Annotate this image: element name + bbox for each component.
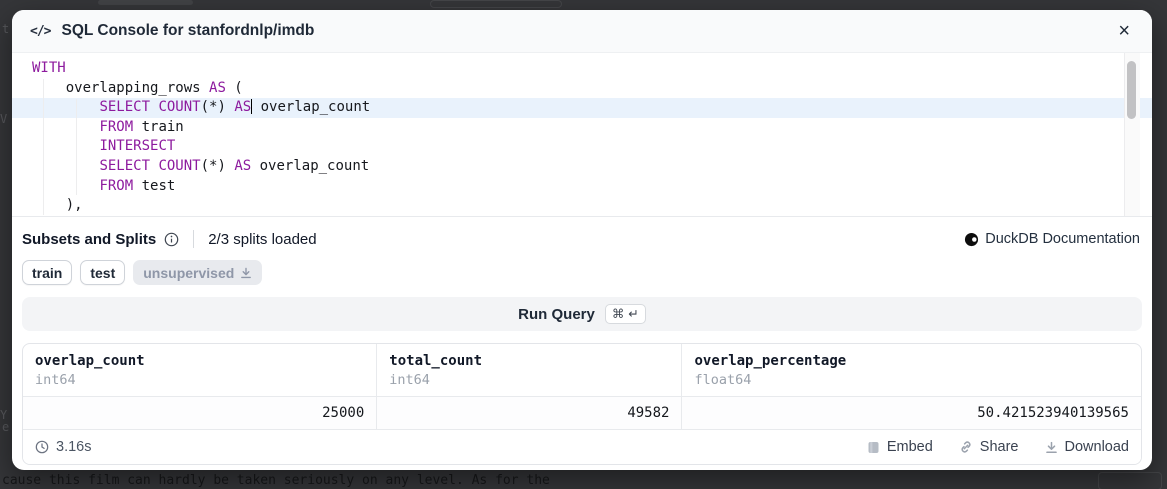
sql-editor-lines: WITH overlapping_rows AS ( SELECT COUNT(… [12, 53, 1152, 216]
splits-loaded-status: 2/3 splits loaded [208, 231, 316, 248]
sql-editor[interactable]: WITH overlapping_rows AS ( SELECT COUNT(… [12, 53, 1152, 217]
duckdb-logo-icon [964, 232, 979, 247]
cell-overlap-percentage: 50.421523940139565 [681, 397, 1140, 429]
background-text-fragment: V [0, 112, 7, 126]
column-type: int64 [389, 372, 669, 388]
results-table: overlap_count int64 total_count int64 ov… [22, 343, 1142, 465]
code-line[interactable]: ), [12, 196, 1152, 216]
column-header-overlap-count: overlap_count int64 [23, 344, 376, 396]
embed-button[interactable]: Embed [867, 439, 933, 455]
background-ui-fragment [98, 0, 193, 5]
column-type: int64 [35, 372, 364, 388]
column-header-total-count: total_count int64 [376, 344, 681, 396]
cell-total-count: 49582 [376, 397, 681, 429]
results-table-header: overlap_count int64 total_count int64 ov… [23, 344, 1141, 396]
run-query-button[interactable]: Run Query ⌘ ↵ [22, 297, 1142, 331]
background-text-fragment: t [2, 22, 9, 36]
cell-overlap-count: 25000 [23, 397, 376, 429]
info-icon[interactable] [164, 232, 179, 247]
embed-icon [867, 441, 880, 454]
background-text-fragment: e [2, 420, 9, 434]
code-line[interactable]: SELECT COUNT(*) AS overlap_count [12, 98, 1152, 118]
split-pill-unsupervised[interactable]: unsupervised [133, 260, 262, 285]
download-label: Download [1065, 439, 1130, 455]
download-button[interactable]: Download [1045, 439, 1130, 455]
split-label: train [32, 265, 62, 281]
column-type: float64 [694, 372, 1128, 388]
split-label: test [90, 265, 115, 281]
code-line[interactable]: FROM test [12, 177, 1152, 197]
sql-console-modal: </> SQL Console for stanfordnlp/imdb × W… [12, 10, 1152, 470]
background-page-text: cause this film can hardly be taken seri… [2, 473, 550, 488]
background-ui-fragment [1098, 472, 1162, 489]
embed-label: Embed [887, 439, 933, 455]
share-link-icon [959, 440, 973, 454]
indent-guide [76, 99, 77, 195]
duckdb-documentation-link[interactable]: DuckDB Documentation [964, 231, 1140, 247]
result-actions: Embed Share [867, 439, 1129, 455]
column-header-overlap-percentage: overlap_percentage float64 [681, 344, 1140, 396]
code-line[interactable]: INTERSECT [12, 137, 1152, 157]
keyboard-shortcut-badge: ⌘ ↵ [605, 304, 646, 324]
modal-header: </> SQL Console for stanfordnlp/imdb × [12, 10, 1152, 53]
download-icon [1045, 441, 1058, 454]
split-pill-test[interactable]: test [80, 260, 125, 285]
share-label: Share [980, 439, 1019, 455]
editor-scrollbar-thumb[interactable] [1127, 61, 1136, 119]
share-button[interactable]: Share [959, 439, 1019, 455]
code-line[interactable]: SELECT COUNT(*) AS overlap_count [12, 157, 1152, 177]
indent-guide [43, 79, 44, 215]
clock-icon [35, 440, 49, 454]
divider [193, 230, 194, 248]
code-line[interactable]: FROM train [12, 118, 1152, 138]
editor-scrollbar[interactable] [1124, 53, 1140, 216]
subsets-info: Subsets and Splits 2/3 splits loaded [22, 230, 317, 248]
column-name: overlap_percentage [694, 353, 1128, 369]
column-name: total_count [389, 353, 669, 369]
modal-title: SQL Console for stanfordnlp/imdb [61, 22, 314, 40]
code-line[interactable]: overlapping_rows AS ( [12, 79, 1152, 99]
query-duration-value: 3.16s [56, 439, 91, 455]
results-footer: 3.16s Embed [23, 429, 1141, 464]
column-name: overlap_count [35, 353, 364, 369]
code-icon: </> [30, 24, 50, 39]
code-line[interactable]: WITH [12, 59, 1152, 79]
splits-tags: train test unsupervised [22, 260, 1142, 285]
subsets-heading: Subsets and Splits [22, 231, 156, 248]
table-row: 25000 49582 50.421523940139565 [23, 396, 1141, 429]
close-icon[interactable]: × [1112, 19, 1136, 43]
run-query-label: Run Query [518, 306, 595, 323]
split-pill-train[interactable]: train [22, 260, 72, 285]
background-ui-fragment [430, 0, 562, 8]
query-duration: 3.16s [35, 439, 91, 455]
duckdb-documentation-label: DuckDB Documentation [985, 231, 1140, 247]
download-icon [240, 267, 252, 279]
subsets-row: Subsets and Splits 2/3 splits loaded Duc… [22, 224, 1140, 254]
split-label: unsupervised [143, 265, 234, 281]
